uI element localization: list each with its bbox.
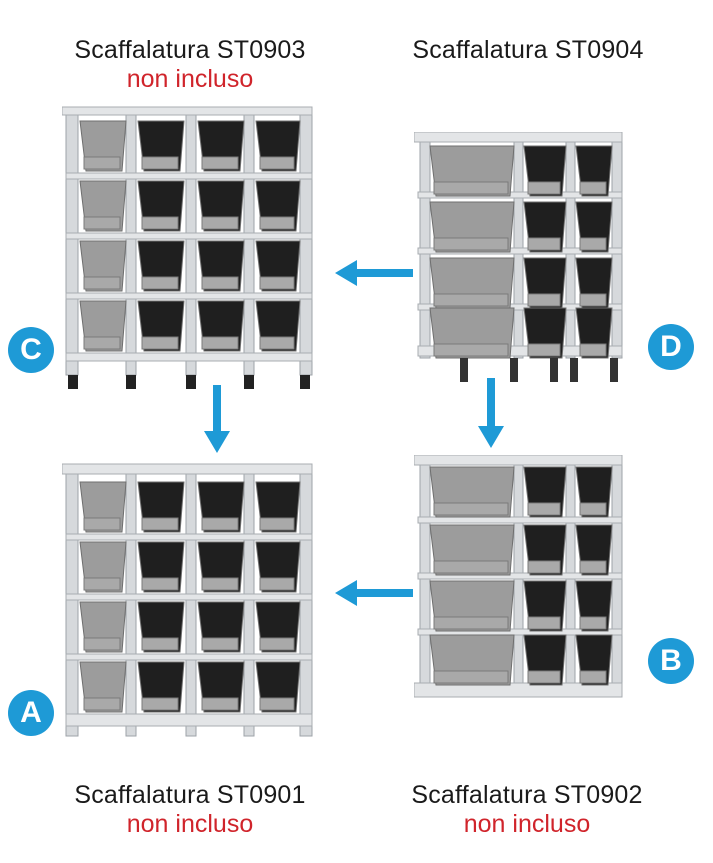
- storage-bin-front: [83, 276, 121, 290]
- storage-bin-front: [141, 697, 179, 711]
- storage-bin-front: [83, 517, 121, 531]
- storage-bin-front: [527, 502, 561, 516]
- storage-bin-front: [201, 697, 239, 711]
- storage-bin-front: [201, 276, 239, 290]
- storage-bin-front: [83, 216, 121, 230]
- storage-bin-front: [259, 216, 295, 230]
- storage-bin-front: [527, 343, 561, 357]
- caption-title: Scaffalatura ST0903: [74, 36, 306, 64]
- storage-bin-front: [83, 156, 121, 170]
- storage-bin-front: [433, 616, 509, 630]
- caption-title: Scaffalatura ST0904: [412, 36, 644, 64]
- shelf-illustration-a: [62, 463, 313, 737]
- shelf-illustration-c: [62, 106, 313, 389]
- storage-bin-front: [83, 336, 121, 350]
- storage-bin-front: [579, 616, 607, 630]
- badge-d: D: [648, 324, 694, 370]
- storage-bin-front: [259, 637, 295, 651]
- caption-st0902: Scaffalatura ST0902 non incluso: [377, 780, 677, 838]
- storage-bin-front: [201, 637, 239, 651]
- caption-st0904: Scaffalatura ST0904: [378, 35, 678, 65]
- storage-bin-front: [201, 577, 239, 591]
- badge-b: B: [648, 638, 694, 684]
- storage-bin-front: [527, 616, 561, 630]
- shelf-illustration-b: [414, 455, 623, 698]
- storage-bin-front: [259, 697, 295, 711]
- storage-bin-front: [83, 697, 121, 711]
- arrow-down-icon: [478, 378, 504, 448]
- arrow-left-icon: [335, 580, 413, 606]
- caption-note: non incluso: [126, 810, 254, 838]
- storage-bin-front: [579, 293, 607, 307]
- storage-bin-front: [527, 237, 561, 251]
- storage-bin-front: [201, 156, 239, 170]
- storage-bin-front: [579, 181, 607, 195]
- badge-a: A: [8, 690, 54, 736]
- storage-bin-front: [141, 517, 179, 531]
- storage-bin-front: [141, 216, 179, 230]
- storage-bin-front: [433, 293, 509, 307]
- storage-bin-front: [141, 336, 179, 350]
- arrow-down-icon: [204, 385, 230, 453]
- storage-bin-front: [259, 276, 295, 290]
- storage-bin-front: [433, 560, 509, 574]
- storage-bin-front: [141, 637, 179, 651]
- storage-bin-front: [527, 560, 561, 574]
- storage-bin-front: [527, 293, 561, 307]
- storage-bin-front: [83, 577, 121, 591]
- caption-title: Scaffalatura ST0902: [411, 781, 643, 809]
- storage-bin-front: [579, 670, 607, 684]
- storage-bin-front: [433, 670, 509, 684]
- storage-bin-front: [433, 502, 509, 516]
- storage-bin-front: [579, 237, 607, 251]
- caption-st0903: Scaffalatura ST0903 non incluso: [40, 35, 340, 93]
- storage-bin-front: [527, 181, 561, 195]
- storage-bin-front: [579, 502, 607, 516]
- storage-bin-front: [579, 343, 607, 357]
- storage-bin-front: [141, 276, 179, 290]
- storage-bin-front: [83, 637, 121, 651]
- storage-bin-front: [433, 237, 509, 251]
- storage-bin-front: [201, 336, 239, 350]
- storage-bin-front: [259, 517, 295, 531]
- storage-bin-front: [579, 560, 607, 574]
- storage-bin-front: [259, 336, 295, 350]
- caption-note: non incluso: [463, 810, 591, 838]
- storage-bin-front: [259, 156, 295, 170]
- caption-note: non incluso: [126, 65, 254, 93]
- caption-title: Scaffalatura ST0901: [74, 781, 306, 809]
- storage-bin-front: [141, 156, 179, 170]
- storage-bin-front: [259, 577, 295, 591]
- storage-bin-front: [201, 216, 239, 230]
- storage-bin-front: [141, 577, 179, 591]
- caption-st0901: Scaffalatura ST0901 non incluso: [40, 780, 340, 838]
- storage-bin-front: [201, 517, 239, 531]
- shelf-illustration-d: [414, 132, 623, 382]
- arrow-left-icon: [335, 260, 413, 286]
- badge-c: C: [8, 327, 54, 373]
- storage-bin-front: [433, 343, 509, 357]
- storage-bin-front: [527, 670, 561, 684]
- storage-bin-front: [433, 181, 509, 195]
